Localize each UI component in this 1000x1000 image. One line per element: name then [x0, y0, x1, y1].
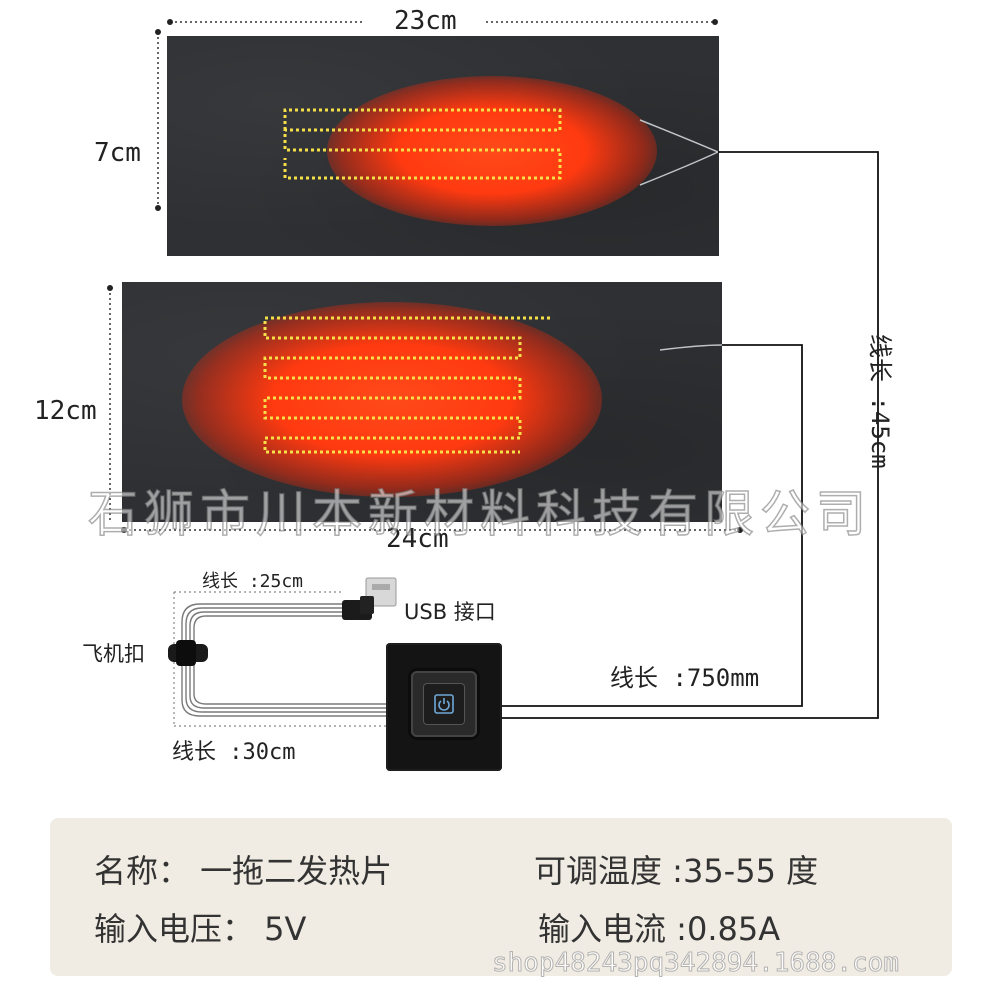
bottom-width-label: 24cm	[386, 524, 449, 554]
top-width-label: 23cm	[394, 6, 457, 36]
cable-clip-icon	[168, 640, 208, 666]
shop-url-watermark: shop48243pq342894.1688.com	[492, 948, 900, 979]
heating-pad-small	[167, 36, 719, 256]
spec-panel: 名称： 一拖二发热片 可调温度 :35-55 度 输入电压： 5V 输入电流 :…	[50, 818, 952, 976]
heat-glow-large	[182, 302, 602, 497]
power-icon	[434, 694, 454, 714]
spec-name: 名称： 一拖二发热片	[94, 852, 393, 890]
heating-pad-large	[122, 282, 722, 522]
power-button[interactable]	[411, 671, 477, 737]
usb-port-label: USB 接口	[404, 600, 496, 624]
controller-box	[386, 643, 502, 771]
heating-wire-small	[283, 108, 562, 180]
spec-current: 输入电流 :0.85A	[538, 910, 781, 948]
usb-plug-icon	[342, 577, 397, 620]
bottom-height-label: 12cm	[34, 396, 97, 426]
spec-voltage: 输入电压： 5V	[94, 910, 307, 948]
clip-label: 飞机扣	[82, 642, 145, 666]
spec-temperature: 可调温度 :35-55 度	[534, 852, 819, 890]
lower-cable-label: 线长 :30cm	[172, 740, 296, 765]
company-watermark: 石狮市川本新材料科技有限公司	[87, 484, 872, 544]
controller-cable-label: 线长 :750mm	[610, 664, 760, 692]
heating-wire-large	[263, 316, 550, 454]
top-height-label: 7cm	[94, 138, 141, 168]
usb-cable-label: 线长 :25cm	[202, 571, 304, 592]
long-cable-label: 线长 :45cm	[866, 334, 894, 469]
